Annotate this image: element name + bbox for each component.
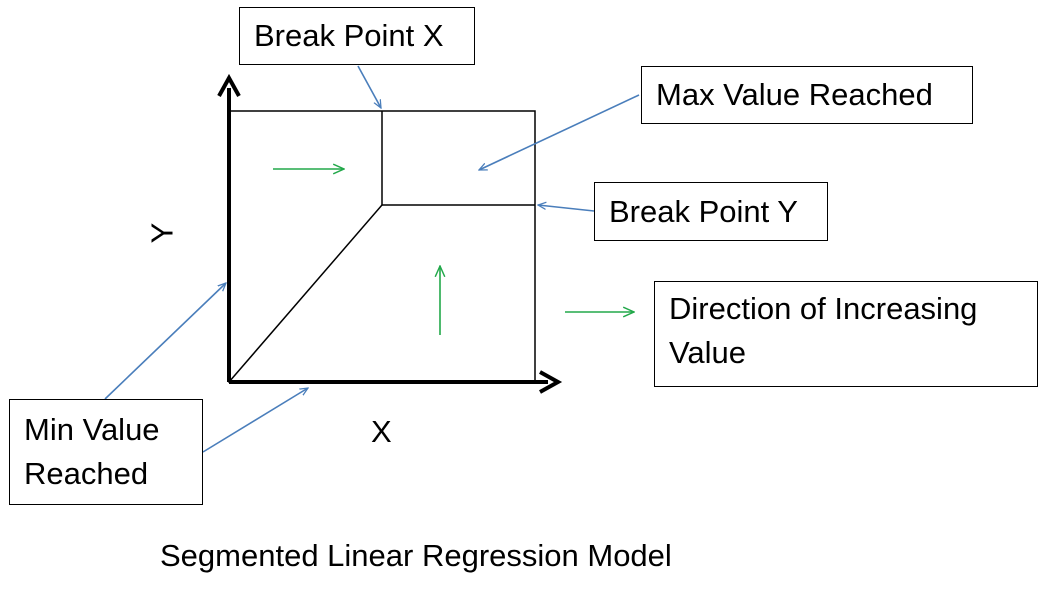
max-value-box: Max Value Reached	[641, 66, 973, 124]
break-point-y-label: Break Point Y	[609, 194, 798, 229]
callout-arrow-max	[479, 94, 640, 171]
callout-arrow-min-1	[104, 283, 226, 400]
y-axis-label: Y	[144, 222, 180, 244]
y-axis-arrowhead	[217, 73, 241, 97]
direction-label: Direction of Increasing Value	[669, 291, 978, 370]
diagonal-segment	[228, 204, 383, 383]
x-axis-arrowhead	[539, 370, 563, 394]
break-point-x-box: Break Point X	[239, 7, 475, 65]
max-value-label: Max Value Reached	[656, 77, 933, 112]
callout-arrow-break-x	[357, 65, 381, 108]
min-value-box: Min Value Reached	[9, 399, 203, 505]
min-value-label: Min Value Reached	[24, 412, 160, 491]
break-point-y-box: Break Point Y	[594, 182, 828, 241]
break-point-x-label: Break Point X	[254, 18, 444, 53]
direction-box: Direction of Increasing Value	[654, 281, 1038, 387]
x-axis-label: X	[371, 414, 392, 449]
callout-arrow-min-2	[202, 388, 308, 453]
diagram-caption: Segmented Linear Regression Model	[160, 538, 672, 573]
callout-arrow-break-y	[538, 205, 595, 212]
